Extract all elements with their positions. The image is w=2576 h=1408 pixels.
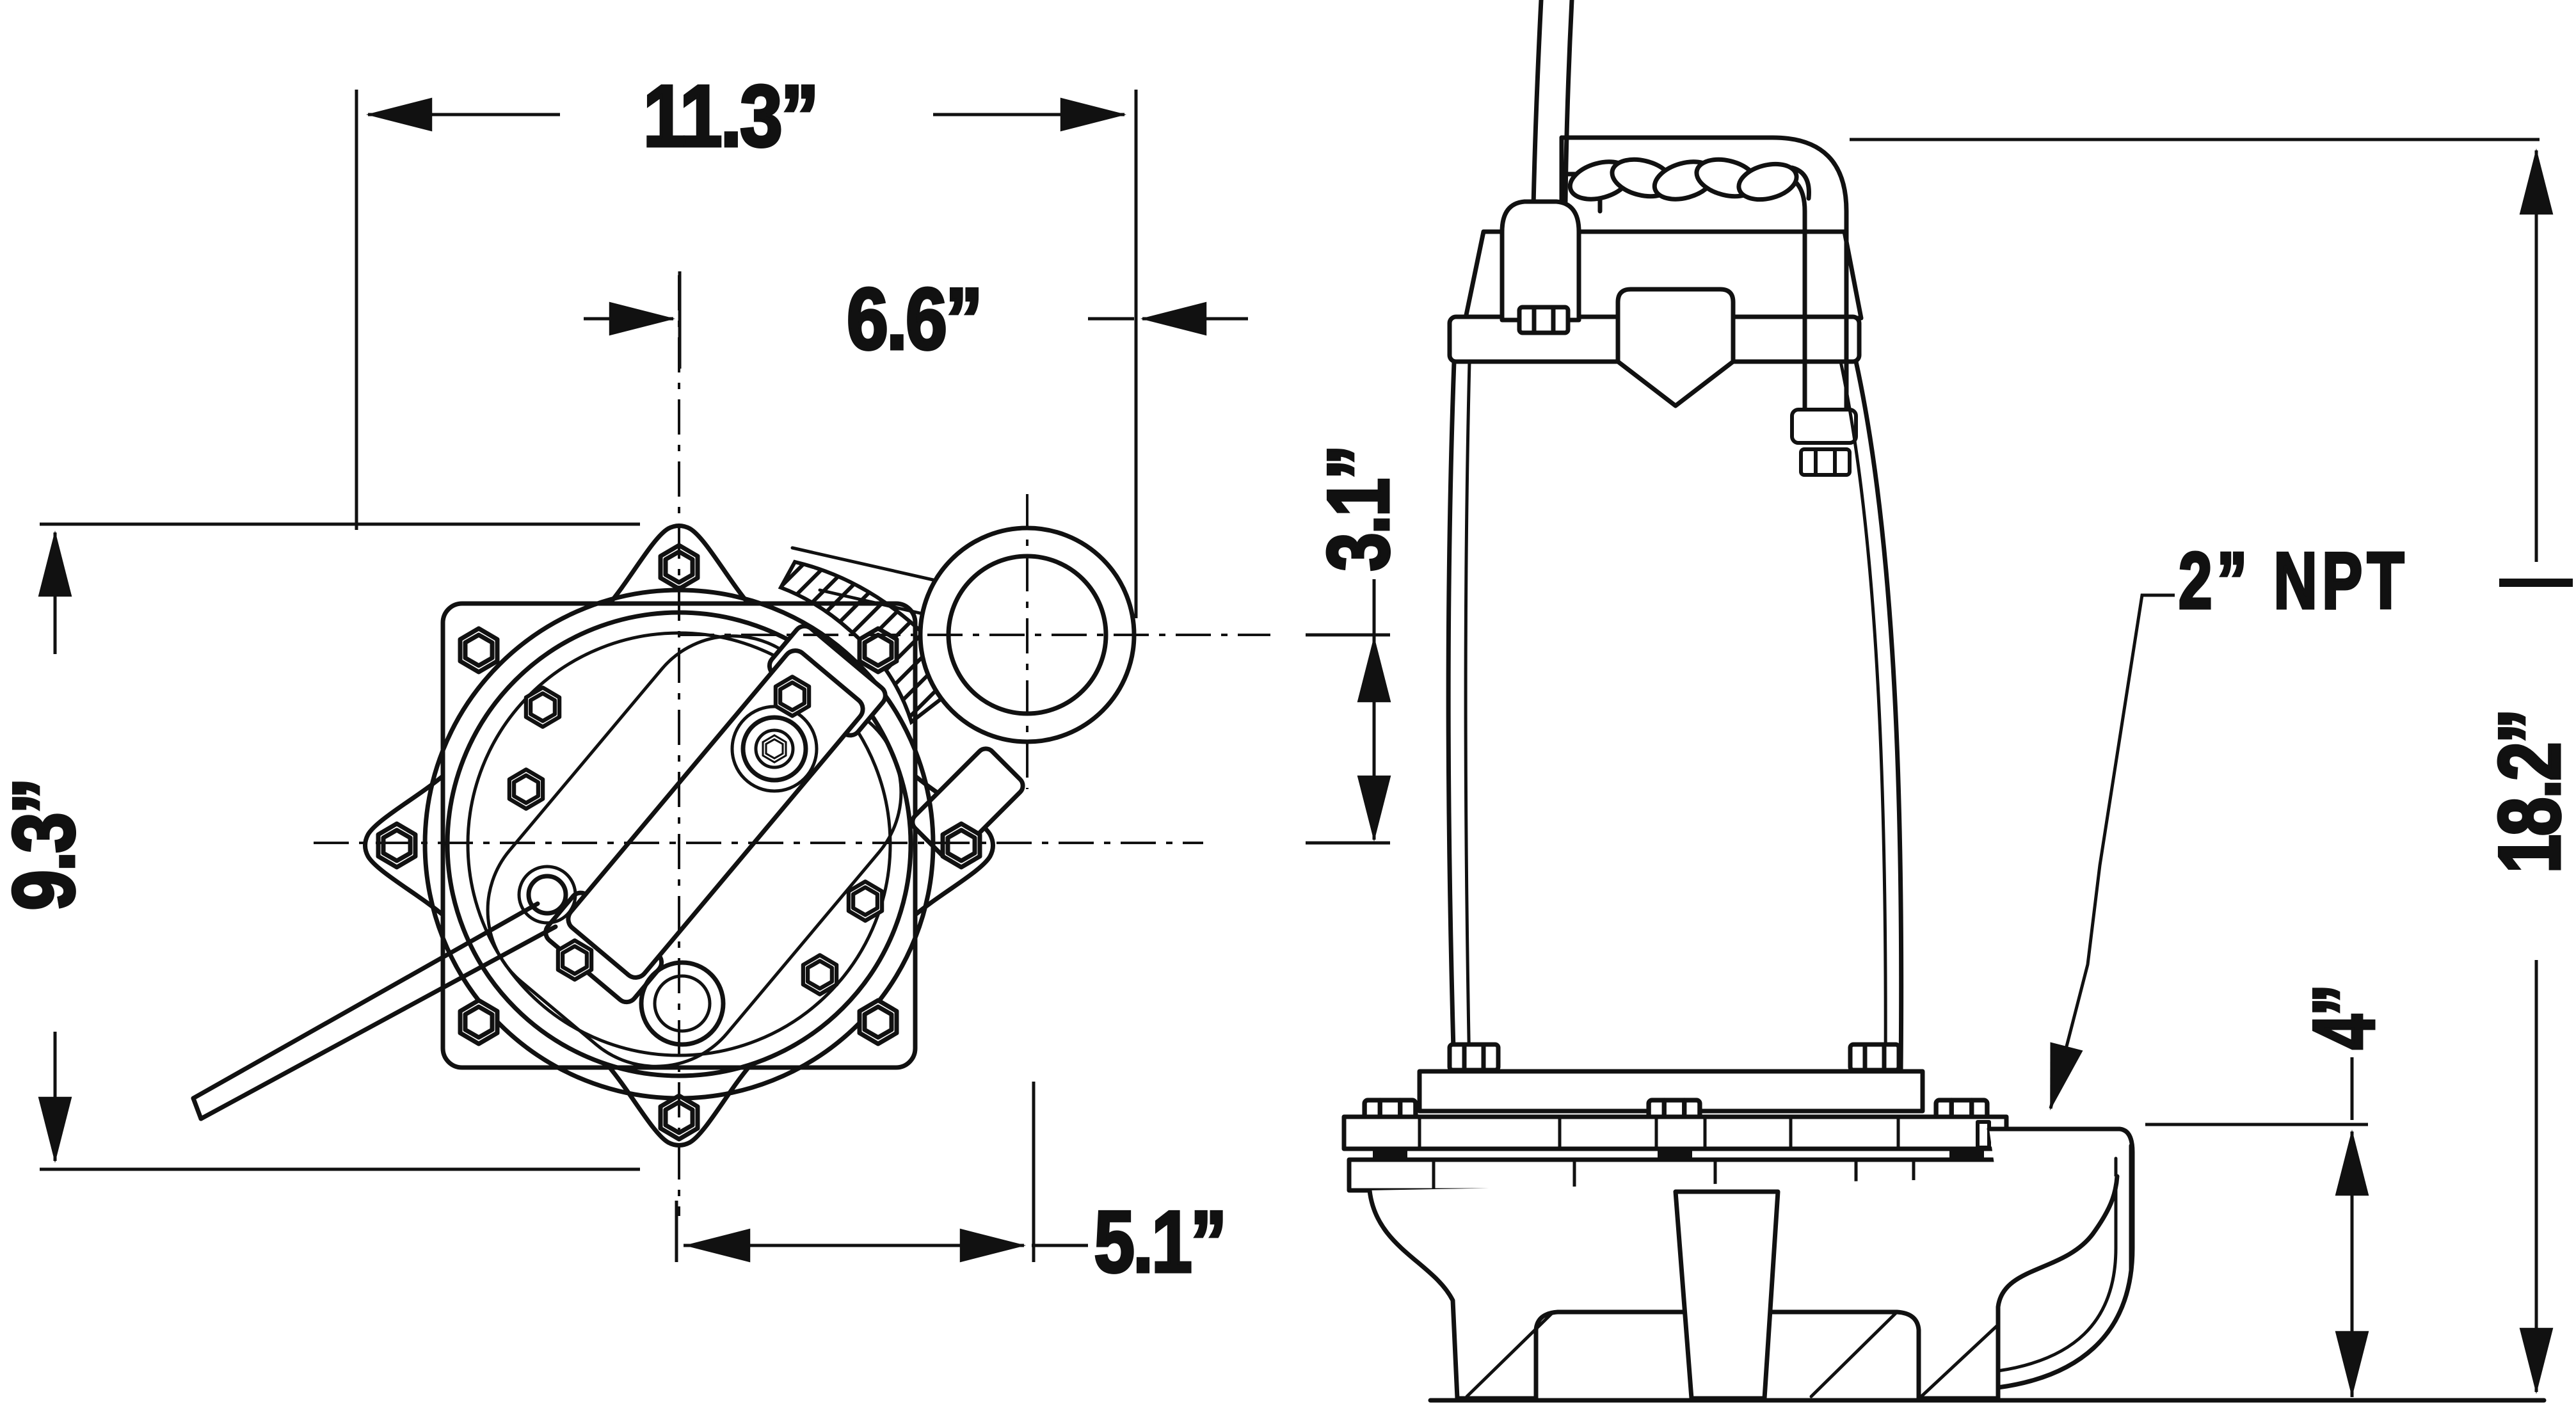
dim-discharge-height-label: 4”	[2295, 986, 2392, 1050]
callout-discharge-connection-label: 2” NPT	[2179, 537, 2409, 625]
oil-plug	[639, 960, 726, 1047]
dim-center-to-discharge: 6.6”	[584, 269, 1248, 369]
dim-overall-depth: 9.3”	[0, 522, 640, 1171]
power-cord	[191, 865, 577, 1121]
nameplate	[543, 623, 888, 1005]
dim-overall-height: 18.2”	[1850, 138, 2576, 1395]
dim-discharge-height: 4”	[2145, 984, 2394, 1398]
center-leg	[1673, 1189, 1780, 1401]
side-view	[1341, 0, 2547, 1403]
dim-discharge-to-center-label: 3.1”	[1309, 447, 1407, 572]
dim-center-to-flange: 5.1”	[675, 1082, 1229, 1292]
dim-center-to-flange-label: 5.1”	[1094, 1193, 1226, 1290]
lift-rope	[1567, 157, 1811, 202]
motor-body	[1446, 359, 1904, 1075]
dim-overall-width-label: 11.3”	[643, 67, 817, 164]
dim-discharge-to-center: 3.1”	[1306, 445, 1409, 845]
seal-flange-stack	[1341, 1044, 2009, 1193]
dim-overall-height-label: 18.2”	[2481, 710, 2576, 874]
centerlines	[314, 275, 1270, 1216]
dim-overall-width: 11.3”	[355, 66, 1138, 618]
callout-discharge-connection: 2” NPT	[2049, 536, 2409, 1111]
dim-center-to-discharge-label: 6.6”	[847, 270, 981, 367]
volute-base	[1367, 1174, 2120, 1401]
cord-grip	[1500, 199, 1581, 333]
dim-overall-depth-label: 9.3”	[0, 780, 92, 911]
cable-guard	[1615, 287, 1736, 408]
power-cable	[1531, 0, 1574, 209]
top-view	[191, 275, 1270, 1216]
